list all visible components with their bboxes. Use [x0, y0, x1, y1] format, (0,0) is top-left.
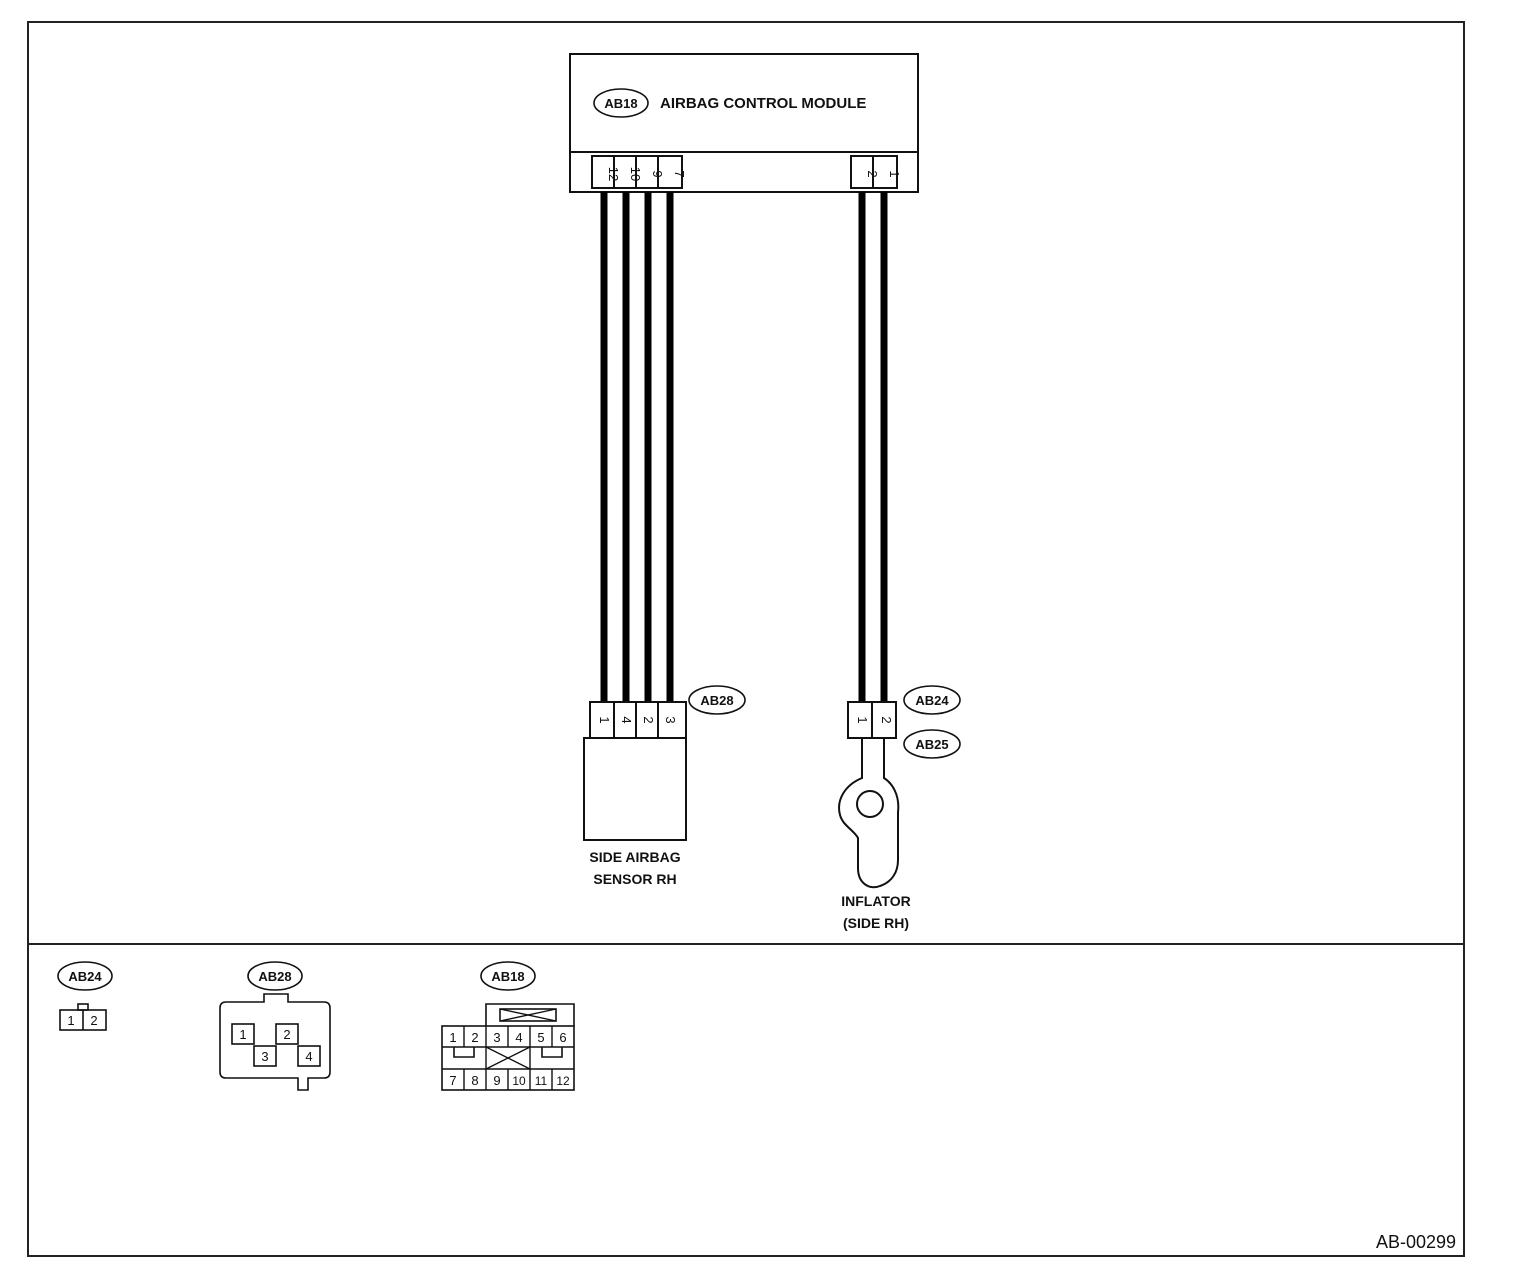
module-terminal-cell: [591, 155, 617, 189]
airbag-control-module: AB18 AIRBAG CONTROL MODULE 12 10 9 7 2 1: [569, 53, 919, 193]
sensor-terminal-1: 1: [597, 716, 612, 723]
diagram-frame: [27, 21, 1465, 1257]
legend-ab18-pin-5: 5: [537, 1030, 544, 1045]
legend-ab24-pin-1: 1: [67, 1013, 74, 1028]
legend-ab28-pin-3: 3: [261, 1049, 268, 1064]
legend-ab28-pin-1: 1: [239, 1027, 246, 1042]
sensor-label-line2: SENSOR RH: [593, 871, 676, 887]
sensor-connector-badge: [688, 685, 746, 715]
inflator-connector-badge-bottom: [903, 729, 961, 759]
module-terminal-2: 2: [865, 170, 880, 177]
legend-ab18-pin-7: 7: [449, 1073, 456, 1088]
legend-ab18-pin-10: 10: [512, 1074, 526, 1088]
inflator-terminal-2: 2: [879, 716, 894, 723]
sensor-body: [583, 737, 687, 841]
legend-ab18-pin-12: 12: [556, 1074, 570, 1088]
legend-ab18-pin-1: 1: [449, 1030, 456, 1045]
legend-ab18: AB18 1 2 3 4 5 6: [441, 961, 575, 1091]
legend-ab24-id: AB24: [68, 969, 102, 984]
module-terminal-cell: [872, 155, 898, 189]
figure-code: AB-00299: [1376, 1232, 1456, 1252]
legend-ab18-id: AB18: [491, 969, 524, 984]
legend-ab18-pin-4: 4: [515, 1030, 522, 1045]
sensor-terminal-3: 3: [663, 716, 678, 723]
legend-ab24: AB24 1 2: [57, 961, 113, 1031]
legend-ab24-badge: [57, 961, 113, 991]
module-terminal-7: 7: [672, 170, 687, 177]
sensor-terminal-4: 4: [619, 716, 634, 723]
legend-ab28: AB28 1 2 3 4: [219, 961, 331, 1091]
module-terminal-cell: [850, 155, 876, 189]
legend-ab18-pin-2: 2: [471, 1030, 478, 1045]
sensor-connector-id: AB28: [700, 693, 733, 708]
legend-ab24-pin-2: 2: [90, 1013, 97, 1028]
sensor-connector: [589, 701, 687, 739]
module-connector-badge: [593, 88, 649, 118]
sensor-terminal-2: 2: [641, 716, 656, 723]
legend-ab18-badge: [480, 961, 536, 991]
legend-ab28-badge: [247, 961, 303, 991]
module-terminal-10: 10: [628, 167, 643, 181]
inflator-hole: [856, 790, 884, 818]
sensor-label-line1: SIDE AIRBAG: [589, 849, 680, 865]
inflator-label-line1: INFLATOR: [841, 893, 910, 909]
module-terminal-1: 1: [887, 170, 902, 177]
inflator-terminal-1: 1: [855, 716, 870, 723]
inflator-connector-id-top: AB24: [915, 693, 949, 708]
module-connector-id: AB18: [604, 96, 637, 111]
legend-ab28-id: AB28: [258, 969, 291, 984]
legend-ab18-pin-9: 9: [493, 1073, 500, 1088]
wire-harness-inflator: [858, 192, 888, 702]
module-terminal-12: 12: [606, 167, 621, 181]
inflator-connector-id-bottom: AB25: [915, 737, 948, 752]
legend-ab28-pin-4: 4: [305, 1049, 312, 1064]
module-terminal-9: 9: [650, 170, 665, 177]
module-terminal-cell: [657, 155, 683, 189]
legend-ab28-pin-2: 2: [283, 1027, 290, 1042]
legend-ab18-pin-3: 3: [493, 1030, 500, 1045]
inflator-connector-badge-top: [903, 685, 961, 715]
inflator: 1 2 AB24 AB25 INFLATOR (SIDE RH): [838, 685, 961, 931]
legend-ab18-lock: [499, 1008, 557, 1022]
legend-ab18-pin-6: 6: [559, 1030, 566, 1045]
legend-ab18-pin-11: 11: [535, 1074, 548, 1088]
legend-ab28-housing: [219, 993, 331, 1091]
legend-ab18-pin-8: 8: [471, 1073, 478, 1088]
module-name: AIRBAG CONTROL MODULE: [660, 95, 866, 112]
wire-harness-sensor: [600, 192, 674, 702]
inflator-label-line2: (SIDE RH): [843, 915, 909, 931]
side-airbag-sensor: 1 4 2 3 AB28 SIDE AIRBAG SENSOR RH: [583, 685, 746, 887]
